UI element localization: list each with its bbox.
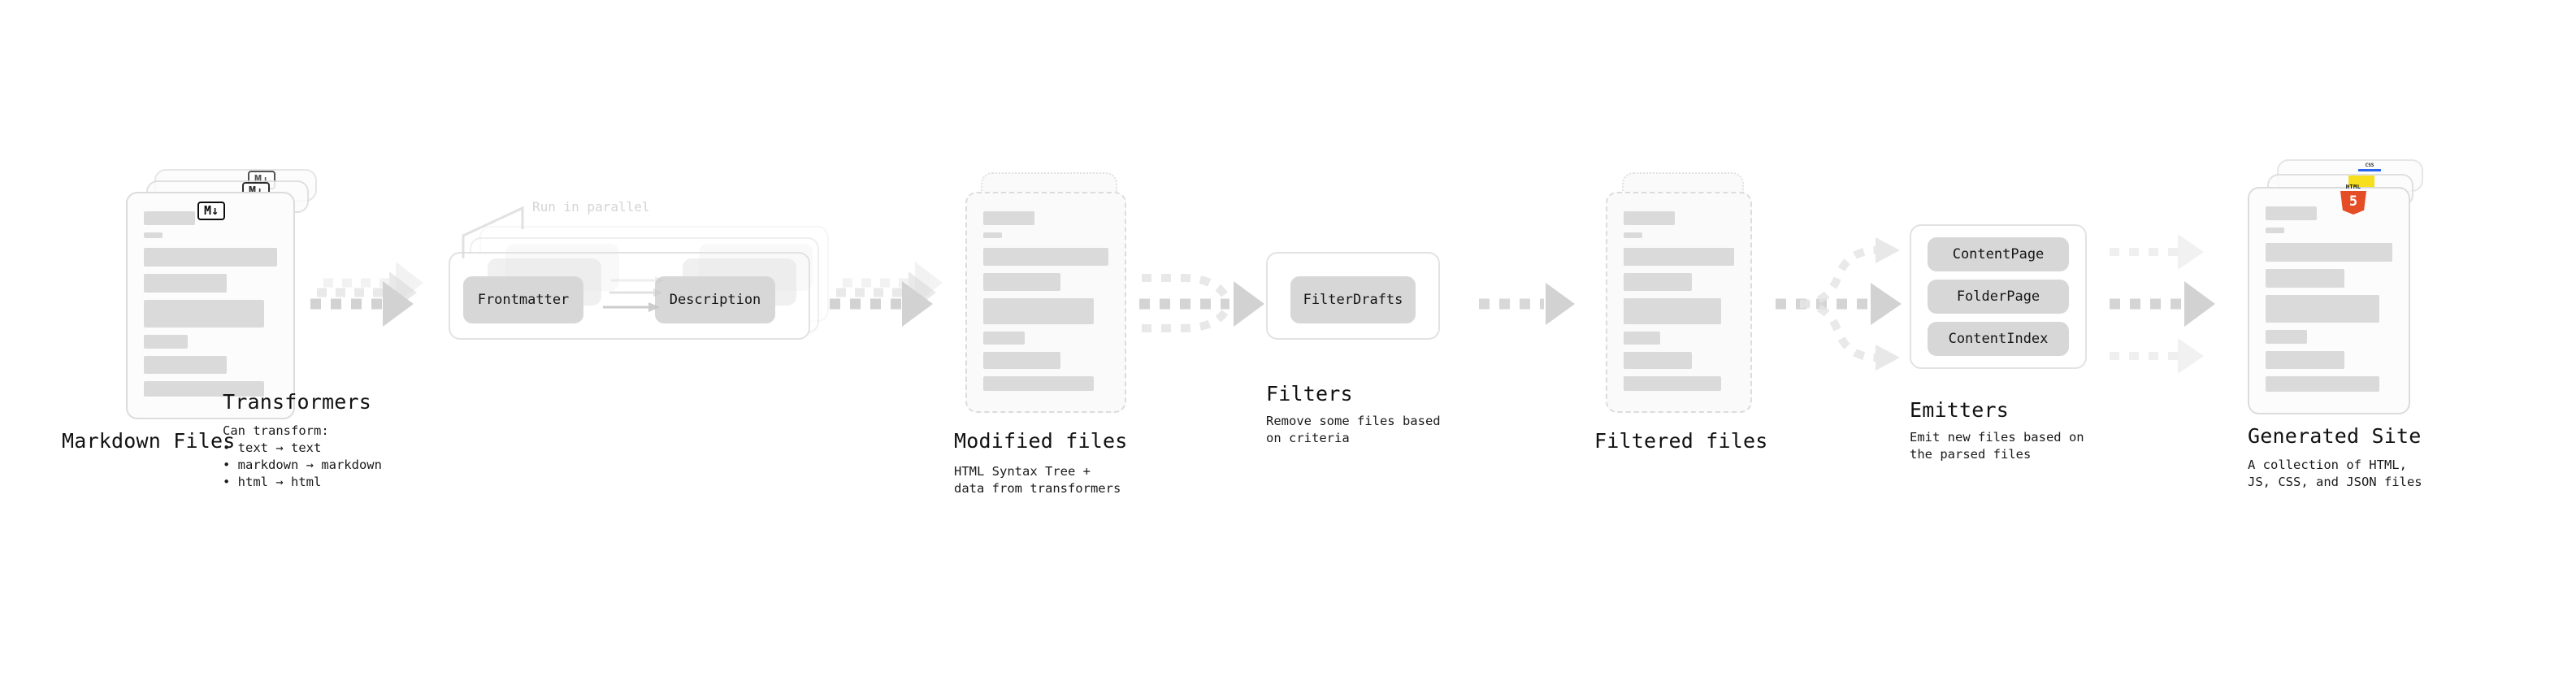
doc-line (1624, 248, 1734, 266)
doc-line (1624, 211, 1675, 225)
arrow-filters-to-filtered (1479, 283, 1575, 325)
transformer-chip-frontmatter[interactable]: Frontmatter (463, 276, 583, 323)
doc-line (983, 248, 1108, 266)
doc-line (983, 376, 1094, 391)
html5-icon: HTML 5 (2340, 184, 2366, 215)
filters-title: Filters (1266, 382, 1353, 406)
arrow-modified-to-filters (1139, 274, 1264, 332)
doc-line (144, 335, 189, 349)
doc-line (144, 274, 227, 293)
markdown-files-title: Markdown Files (62, 429, 236, 453)
doc-line (983, 298, 1094, 324)
doc-line (144, 232, 163, 238)
filter-chip-filterdrafts[interactable]: FilterDrafts (1290, 276, 1416, 323)
doc-line (1624, 376, 1721, 391)
markdown-doc-lines (144, 211, 277, 404)
run-in-parallel-label: Run in parallel (532, 199, 650, 215)
doc-line (144, 211, 195, 225)
doc-line (2266, 330, 2308, 344)
html5-icon-five: 5 (2348, 193, 2358, 210)
modified-files-title: Modified files (954, 429, 1128, 453)
markdown-badge-front: M↓ (197, 202, 225, 220)
emitter-chip-folderpage[interactable]: FolderPage (1928, 280, 2069, 314)
markdown-doc-front (126, 192, 295, 419)
doc-line (2266, 269, 2344, 288)
filtered-doc-front (1606, 192, 1752, 413)
modified-doc-lines (983, 211, 1108, 398)
doc-line (983, 352, 1061, 369)
doc-line (983, 273, 1061, 291)
filters-subtitle: Remove some files based on criteria (1266, 414, 1441, 445)
doc-line (2266, 243, 2392, 262)
doc-line (144, 381, 264, 397)
doc-line (983, 332, 1025, 345)
doc-line (1624, 298, 1721, 324)
modified-files-subtitle: HTML Syntax Tree + data from transformer… (954, 464, 1121, 496)
doc-line (1624, 232, 1642, 238)
doc-line (1624, 273, 1693, 291)
generated-site-title: Generated Site (2248, 424, 2422, 448)
generated-site-subtitle: A collection of HTML, JS, CSS, and JSON … (2248, 458, 2422, 489)
doc-line (144, 300, 264, 327)
generated-doc-front (2248, 187, 2410, 414)
arrow-emitters-to-site (2110, 234, 2215, 374)
transformer-chip-description[interactable]: Description (655, 276, 775, 323)
doc-line (144, 248, 277, 267)
doc-line (144, 356, 227, 374)
arrow-markdown-to-transformers (310, 262, 423, 327)
filtered-files-title: Filtered files (1594, 429, 1768, 453)
generated-doc-lines (2266, 206, 2392, 399)
emitters-subtitle: Emit new files based on the parsed files (1910, 430, 2084, 462)
emitter-chip-contentindex[interactable]: ContentIndex (1928, 322, 2069, 356)
doc-line (1624, 352, 1693, 369)
doc-line (2266, 295, 2380, 323)
doc-line (2266, 206, 2317, 220)
doc-line (2266, 228, 2284, 233)
emitters-title: Emitters (1910, 398, 2010, 422)
transformers-subtitle: Can transform: • text → text • markdown … (223, 423, 382, 489)
transformers-title: Transformers (223, 390, 372, 414)
doc-line (983, 232, 1002, 238)
javascript-icon (2348, 176, 2374, 187)
filtered-doc-lines (1624, 211, 1734, 398)
html5-icon-shield: 5 (2340, 191, 2366, 215)
html5-icon-cap: HTML (2345, 184, 2361, 190)
modified-doc-front (965, 192, 1126, 413)
doc-line (2266, 351, 2344, 369)
arrow-filtered-to-emitters (1776, 237, 1902, 371)
emitter-chip-contentpage[interactable]: ContentPage (1928, 237, 2069, 271)
doc-line (2266, 376, 2380, 392)
arrow-transformers-to-modified (830, 262, 943, 327)
css3-icon: CSS (2358, 163, 2381, 172)
doc-line (983, 211, 1034, 225)
doc-line (1624, 332, 1660, 345)
